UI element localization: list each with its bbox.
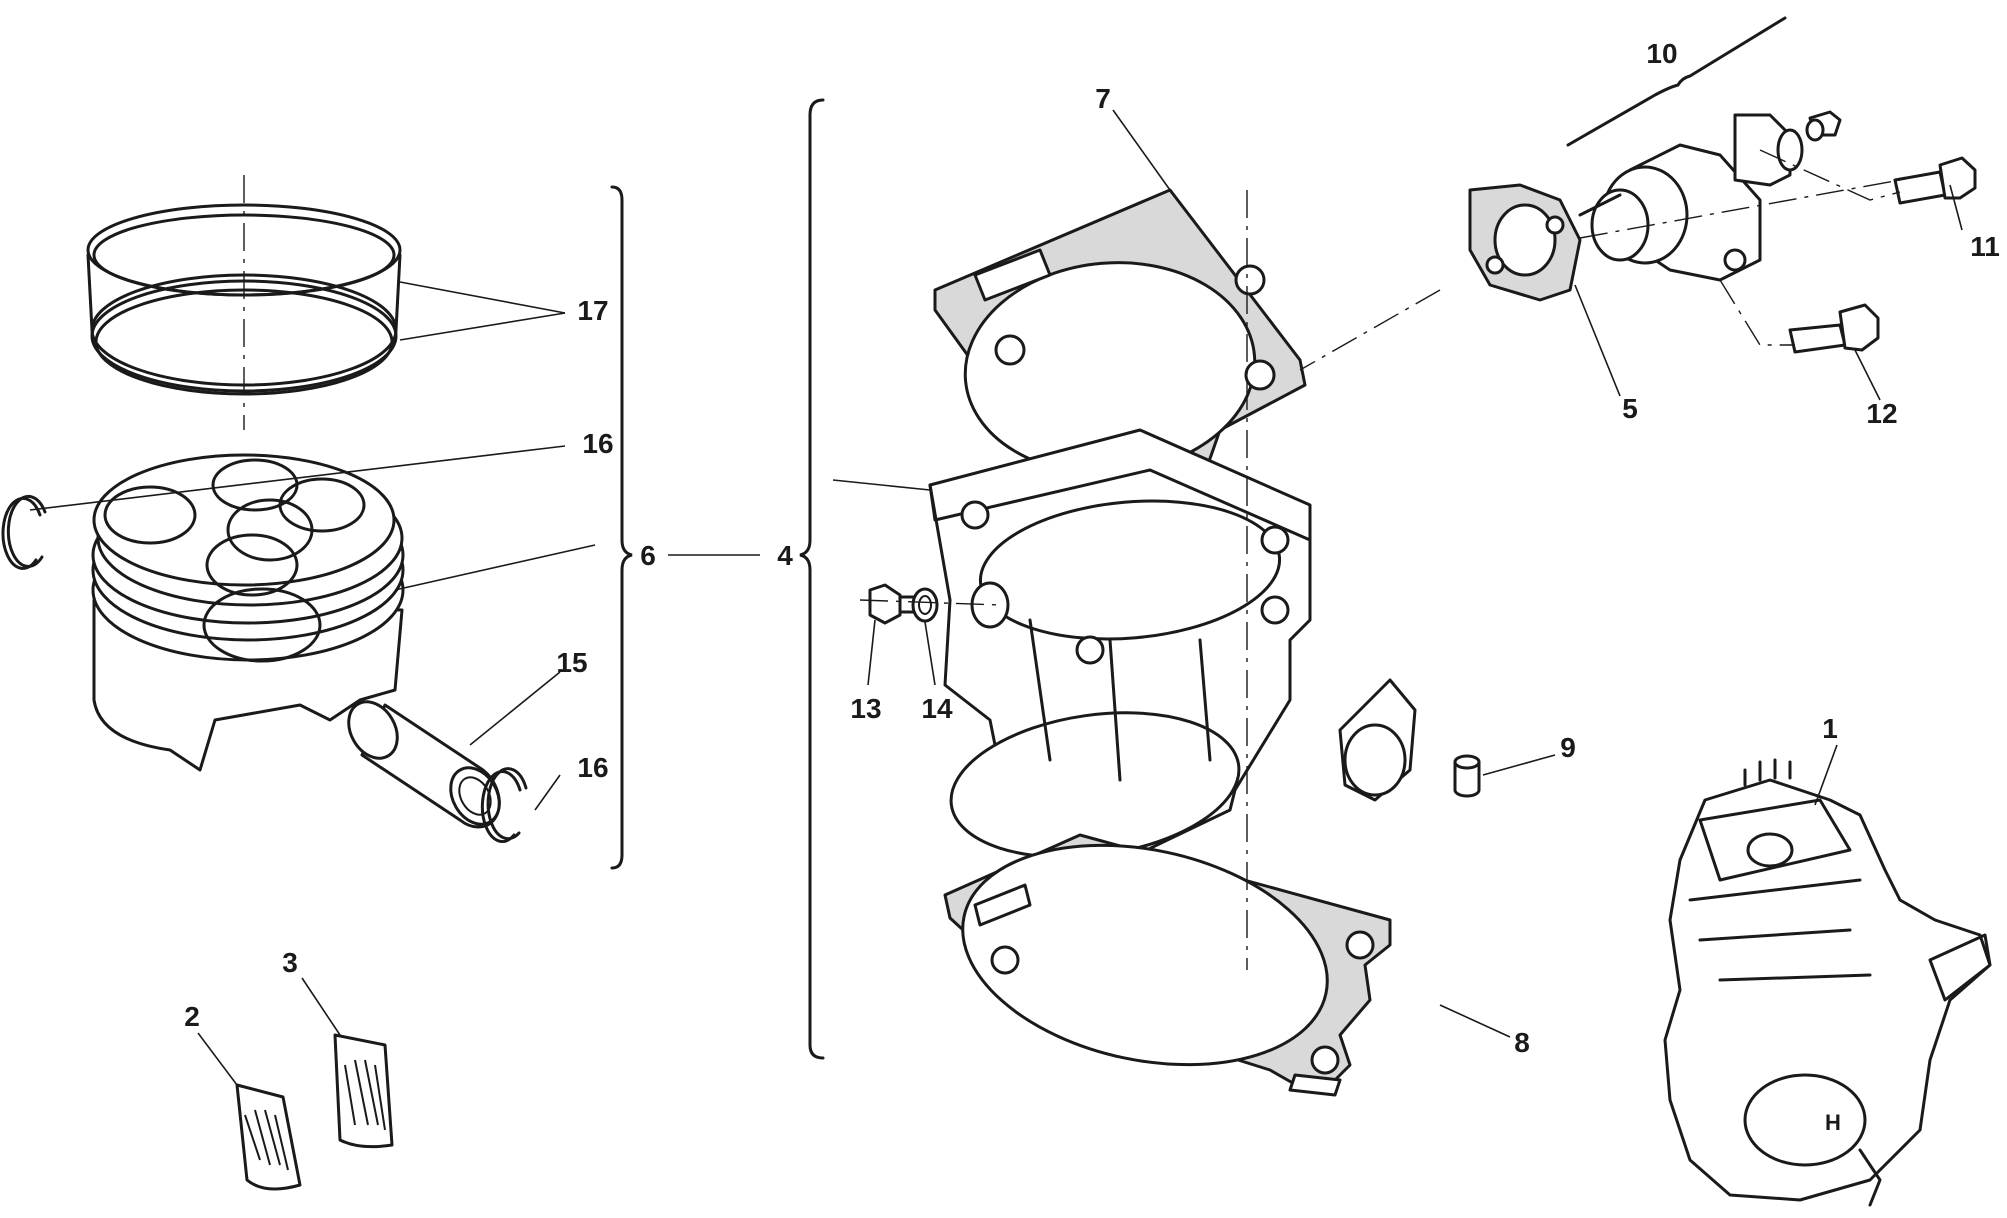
- callout-labels: 1 2 3 4 5 6 7 8 9 10 11 12 13 14 15 16 1…: [184, 38, 2000, 1058]
- leader-lines: [29, 109, 1963, 1086]
- small-bolt: [1805, 110, 1842, 142]
- callout-13: 13: [850, 693, 881, 724]
- piston: [91, 453, 405, 772]
- cylinder: [928, 428, 1417, 860]
- callout-3: 3: [282, 947, 298, 978]
- callout-4: 4: [777, 540, 793, 571]
- brace-10: [1566, 16, 1787, 147]
- callout-7: 7: [1095, 83, 1111, 114]
- tensioner-gasket-5: [1468, 183, 1582, 302]
- callout-14: 14: [921, 693, 953, 724]
- callout-6: 6: [640, 540, 656, 571]
- brace-6: [610, 185, 633, 870]
- callout-15: 15: [556, 647, 587, 678]
- callout-16-upper: 16: [582, 428, 613, 459]
- callout-2: 2: [184, 1001, 200, 1032]
- shim-3: [333, 1033, 394, 1149]
- engine-assembly: H: [1663, 758, 1992, 1207]
- callout-16-lower: 16: [577, 752, 608, 783]
- piston-rings: [86, 175, 402, 430]
- circlip-right: [480, 767, 528, 843]
- engine-badge-icon: H: [1825, 1110, 1841, 1135]
- callout-9: 9: [1560, 732, 1576, 763]
- callout-11: 11: [1970, 231, 2000, 262]
- shim-2: [235, 1083, 302, 1191]
- callout-10: 10: [1646, 38, 1677, 69]
- callout-12: 12: [1866, 398, 1897, 429]
- chain-tensioner: [1578, 113, 1804, 282]
- dowel-9: [1453, 754, 1481, 798]
- washer-14: [911, 587, 939, 623]
- base-gasket: [943, 833, 1392, 1097]
- callout-5: 5: [1622, 393, 1638, 424]
- bolt-12: [1788, 303, 1880, 354]
- callout-8: 8: [1514, 1027, 1530, 1058]
- callout-17: 17: [577, 295, 608, 326]
- circlip-left: [1, 494, 47, 570]
- head-gasket: [933, 188, 1307, 532]
- brace-4: [799, 98, 825, 1060]
- callout-1: 1: [1822, 713, 1838, 744]
- bolt-11: [1893, 156, 1977, 205]
